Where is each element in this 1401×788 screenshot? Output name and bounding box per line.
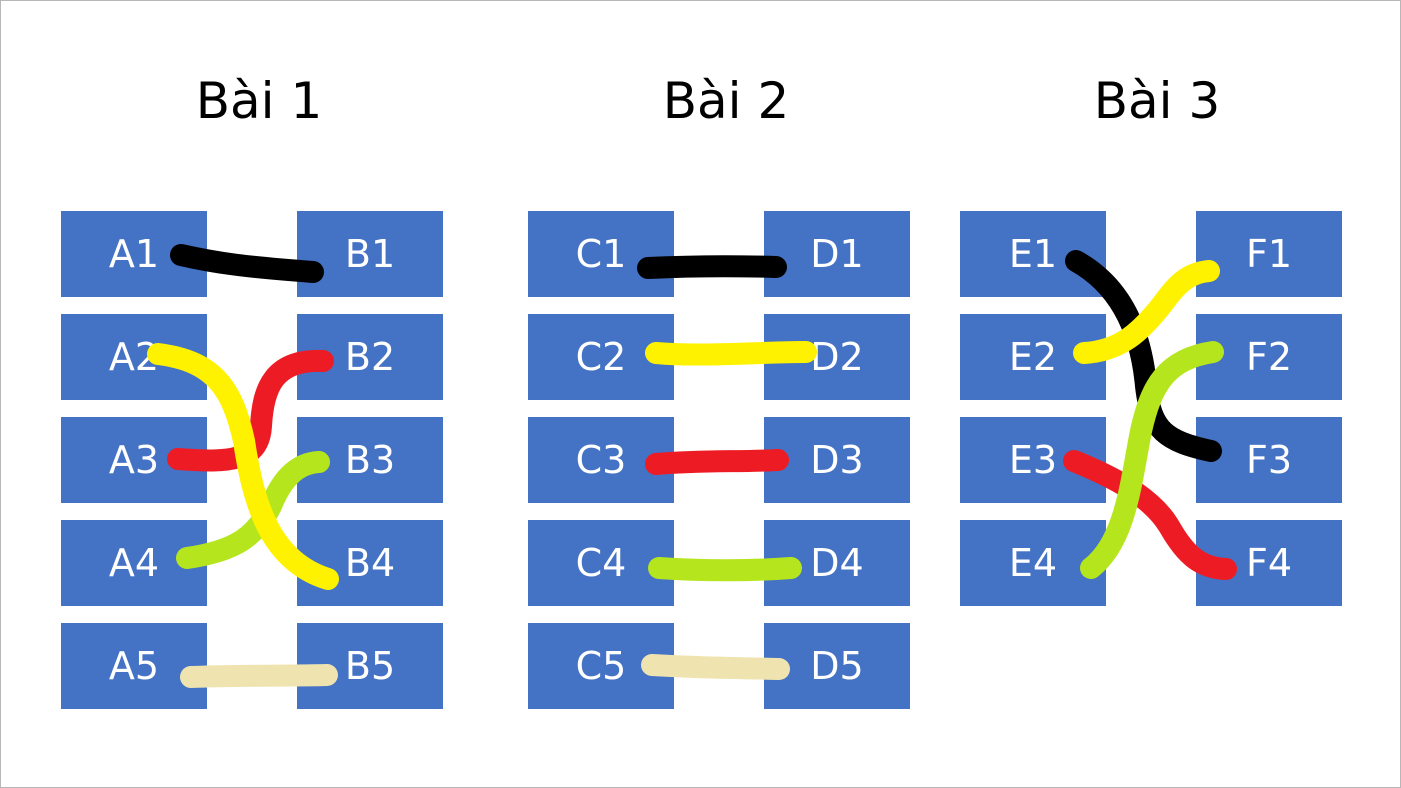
box-b2: B2 [297,314,443,400]
box-c2: C2 [528,314,674,400]
box-e3: E3 [960,417,1106,503]
box-a4: A4 [61,520,207,606]
exercise-1-title: Bài 1 [195,72,323,130]
box-c3: C3 [528,417,674,503]
box-b5: B5 [297,623,443,709]
box-b4: B4 [297,520,443,606]
box-d5: D5 [764,623,910,709]
box-b1: B1 [297,211,443,297]
box-f4: F4 [1196,520,1342,606]
box-e2: E2 [960,314,1106,400]
box-a3: A3 [61,417,207,503]
box-e4: E4 [960,520,1106,606]
line-c3-d3 [645,449,789,475]
box-d2: D2 [764,314,910,400]
exercise-2-title: Bài 2 [662,72,790,130]
box-a5: A5 [61,623,207,709]
box-f1: F1 [1196,211,1342,297]
box-d1: D1 [764,211,910,297]
box-c4: C4 [528,520,674,606]
box-e1: E1 [960,211,1106,297]
box-a1: A1 [61,211,207,297]
box-d4: D4 [764,520,910,606]
box-c5: C5 [528,623,674,709]
box-f2: F2 [1196,314,1342,400]
box-b3: B3 [297,417,443,503]
line-e4-f2 [1080,341,1224,579]
box-f3: F3 [1196,417,1342,503]
box-d3: D3 [764,417,910,503]
exercise-3-title: Bài 3 [1093,72,1221,130]
box-c1: C1 [528,211,674,297]
box-a2: A2 [61,314,207,400]
